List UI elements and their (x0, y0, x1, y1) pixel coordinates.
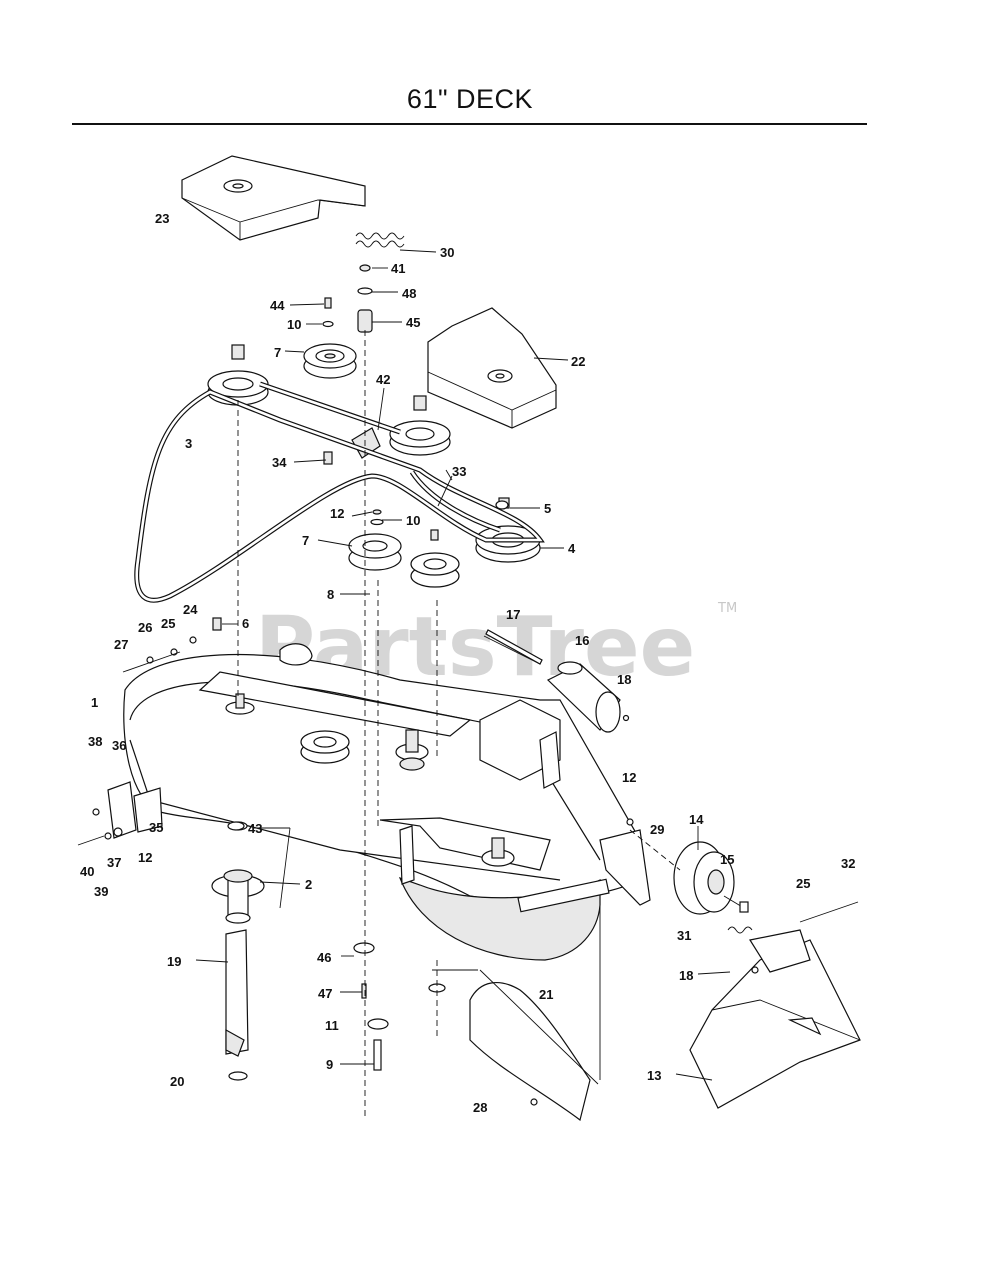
idler-pulley-mid (348, 509, 402, 571)
deck-spindle-center (395, 729, 429, 771)
callout-label: 47 (318, 986, 332, 1001)
callout-label: 36 (112, 738, 126, 753)
callout-label: 38 (88, 734, 102, 749)
idler-spring-assembly (322, 232, 405, 333)
callout-label: 2 (305, 877, 312, 892)
callout-label: 18 (679, 968, 693, 983)
callout-label: 19 (167, 954, 181, 969)
callout-label: 46 (317, 950, 331, 965)
assembly-lines (237, 330, 681, 1120)
callout-label: 6 (242, 616, 249, 631)
callout-label: 31 (677, 928, 691, 943)
deck-baffle (469, 969, 599, 1122)
callout-labels: 23 30 41 48 44 45 10 22 7 42 3 34 33 5 1… (80, 211, 855, 1115)
callout-label: 12 (138, 850, 152, 865)
callout-label: 9 (326, 1057, 333, 1072)
deck-spindle-left (225, 693, 255, 715)
callout-label: 4 (568, 541, 576, 556)
callout-label: 29 (650, 822, 664, 837)
callout-label: 40 (80, 864, 94, 879)
callout-label: 35 (149, 820, 163, 835)
callout-label: 22 (571, 354, 585, 369)
anti-scalp-roller (483, 635, 630, 733)
spindle-pulley-center (389, 395, 451, 456)
idler-pulley-top (303, 343, 357, 379)
callout-label: 15 (720, 852, 734, 867)
callout-label: 30 (440, 245, 454, 260)
callout-label: 33 (452, 464, 466, 479)
deck-spindle-right (481, 837, 515, 867)
callout-label: 16 (575, 633, 589, 648)
callout-label: 17 (506, 607, 520, 622)
callout-label: 37 (107, 855, 121, 870)
callout-label: 12 (622, 770, 636, 785)
trademark-text: TM (717, 601, 737, 616)
title-rule (72, 123, 867, 125)
callout-label: 24 (183, 602, 198, 617)
spindle-pulley-left (207, 344, 269, 406)
callout-label: 25 (161, 616, 175, 631)
belt-cover-left (181, 155, 366, 241)
callout-label: 11 (325, 1018, 339, 1033)
leader-lines (195, 249, 731, 1081)
callout-label: 42 (376, 372, 390, 387)
callout-label: 32 (841, 856, 855, 871)
callout-label: 10 (287, 317, 301, 332)
mower-blade (225, 929, 249, 1081)
rear-bracket (399, 731, 651, 906)
callout-label: 12 (330, 506, 344, 521)
callout-label: 18 (617, 672, 631, 687)
misc-hardware (122, 500, 759, 974)
callout-label: 23 (155, 211, 169, 226)
callout-label: 45 (406, 315, 420, 330)
callout-label: 3 (185, 436, 192, 451)
callout-label: 5 (544, 501, 551, 516)
idler-pulley-mid-right (410, 529, 460, 588)
belt-cover-right (427, 307, 557, 429)
front-bracket (77, 781, 163, 846)
callout-label: 14 (689, 812, 704, 827)
callout-label: 7 (302, 533, 309, 548)
callout-label: 44 (270, 298, 285, 313)
callout-label: 39 (94, 884, 108, 899)
callout-label: 34 (272, 455, 287, 470)
page-title: 61" DECK (406, 84, 534, 114)
callout-label: 7 (274, 345, 281, 360)
callout-label: 48 (402, 286, 416, 301)
callout-label: 20 (170, 1074, 184, 1089)
callout-label: 1 (91, 695, 98, 710)
deck-belt (134, 381, 545, 603)
callout-label: 27 (114, 637, 128, 652)
deck-idler-pulley (300, 730, 350, 764)
callout-label: 13 (647, 1068, 661, 1083)
callout-label: 21 (539, 987, 553, 1002)
blade-spindle (211, 821, 265, 924)
callout-label: 43 (248, 821, 262, 836)
callout-label: 25 (796, 876, 810, 891)
gauge-wheel (673, 841, 749, 915)
callout-label: 41 (391, 261, 405, 276)
callout-label: 10 (406, 513, 420, 528)
callout-label: 26 (138, 620, 152, 635)
roller-axle-bolt (485, 629, 543, 665)
callout-label: 8 (327, 587, 334, 602)
callout-label: 28 (473, 1100, 487, 1115)
hardware-stack-center (353, 942, 446, 1071)
discharge-chute (689, 901, 861, 1109)
